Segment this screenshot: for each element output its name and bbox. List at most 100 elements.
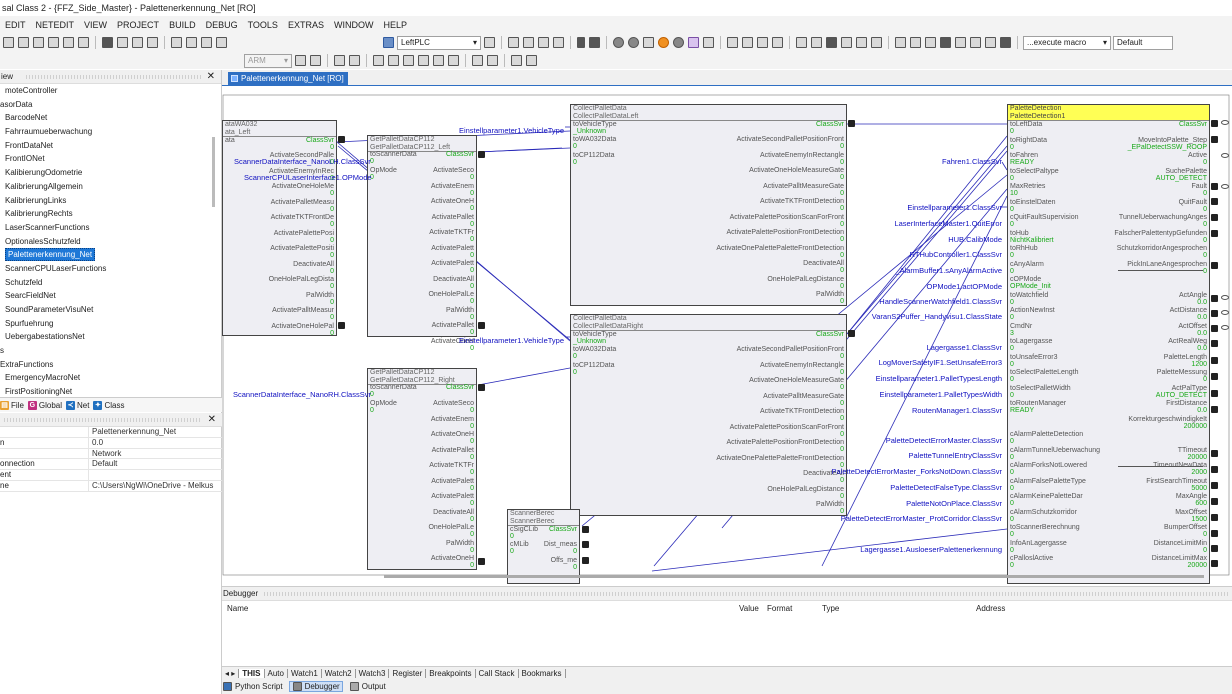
signal-label[interactable]: PaletteDetectErrorMaster_ForksNotDown.Cl… <box>831 467 1002 476</box>
macro-select[interactable]: ...execute macro▾ <box>1023 35 1111 50</box>
gear-icon[interactable] <box>643 37 654 48</box>
menu-help[interactable]: HELP <box>383 19 407 30</box>
tab-palettenerkennung-net[interactable]: Palettenerkennung_Net [RO] <box>228 72 348 85</box>
tree-item[interactable]: asorData <box>0 98 218 112</box>
tree-item[interactable]: FirstPositioningNet <box>0 385 218 398</box>
connect4-icon[interactable] <box>418 55 429 66</box>
debug-tab-watch2[interactable]: Watch2 <box>322 668 356 678</box>
col-value[interactable]: Value <box>739 604 759 613</box>
help-icon[interactable] <box>628 37 639 48</box>
compare-icon[interactable] <box>538 37 549 48</box>
pointer-icon[interactable] <box>796 37 807 48</box>
debug-tab-auto[interactable]: Auto <box>265 668 288 678</box>
signal-label[interactable]: VaranS2Puffer_Handyvisu1.ClassState <box>871 312 1002 321</box>
eye-icon[interactable] <box>1221 120 1229 125</box>
tree-item[interactable]: KalibrierungLinks <box>0 194 218 208</box>
tab-class[interactable]: ✦Class <box>93 400 124 410</box>
var-icon[interactable] <box>703 37 714 48</box>
eye-icon[interactable] <box>1221 310 1229 315</box>
col-name[interactable]: Name <box>227 604 249 613</box>
layout-icon[interactable] <box>895 37 906 48</box>
save-icon[interactable] <box>3 37 14 48</box>
tree-item[interactable]: KalibrierungRechts <box>0 207 218 221</box>
zoom-out-icon[interactable] <box>871 37 882 48</box>
connect3-icon[interactable] <box>403 55 414 66</box>
record-icon[interactable] <box>613 37 624 48</box>
tree-item[interactable]: OptionalesSchutzfeld <box>0 235 218 249</box>
tree-item[interactable]: LaserScannerFunctions <box>0 221 218 235</box>
pin-row[interactable]: cAlarmForksNotLowered0TimeoutNewData2000 <box>1008 462 1209 478</box>
col-format[interactable]: Format <box>767 604 793 613</box>
debug-tab-bookmarks[interactable]: Bookmarks <box>519 668 566 678</box>
connect2-icon[interactable] <box>388 55 399 66</box>
list-icon[interactable] <box>472 55 483 66</box>
bottom-tab-debugger[interactable]: Debugger <box>288 681 343 692</box>
signal-label[interactable]: PaletteDetectErrorMaster.ClassSvr <box>885 436 1002 445</box>
window-icon[interactable] <box>48 37 59 48</box>
menu-extras[interactable]: EXTRAS <box>287 19 324 30</box>
tools-icon[interactable] <box>940 37 951 48</box>
tree-scrollbar[interactable] <box>212 137 215 207</box>
signal-label[interactable]: _AlarmBuffer1.sAnyAlarmActive <box>895 266 1002 275</box>
step-into-icon[interactable] <box>742 37 753 48</box>
align-icon[interactable] <box>910 37 921 48</box>
paste-icon[interactable] <box>147 37 158 48</box>
upload-icon[interactable] <box>523 37 534 48</box>
menu-netedit[interactable]: NETEDIT <box>35 19 75 30</box>
network-icon[interactable] <box>1000 37 1011 48</box>
editor-hscrollbar[interactable] <box>384 575 1204 578</box>
watch-icon[interactable] <box>688 37 699 48</box>
cut-icon[interactable] <box>117 37 128 48</box>
eye-icon[interactable] <box>1221 325 1229 330</box>
replace-icon[interactable] <box>216 37 227 48</box>
tree-item[interactable]: ExtraFunctions <box>0 358 218 372</box>
list2-icon[interactable] <box>487 55 498 66</box>
col-address[interactable]: Address <box>976 604 1006 613</box>
debug-tab-register[interactable]: Register <box>389 668 427 678</box>
property-row[interactable]: Palettenerkennung_Net <box>0 427 222 438</box>
